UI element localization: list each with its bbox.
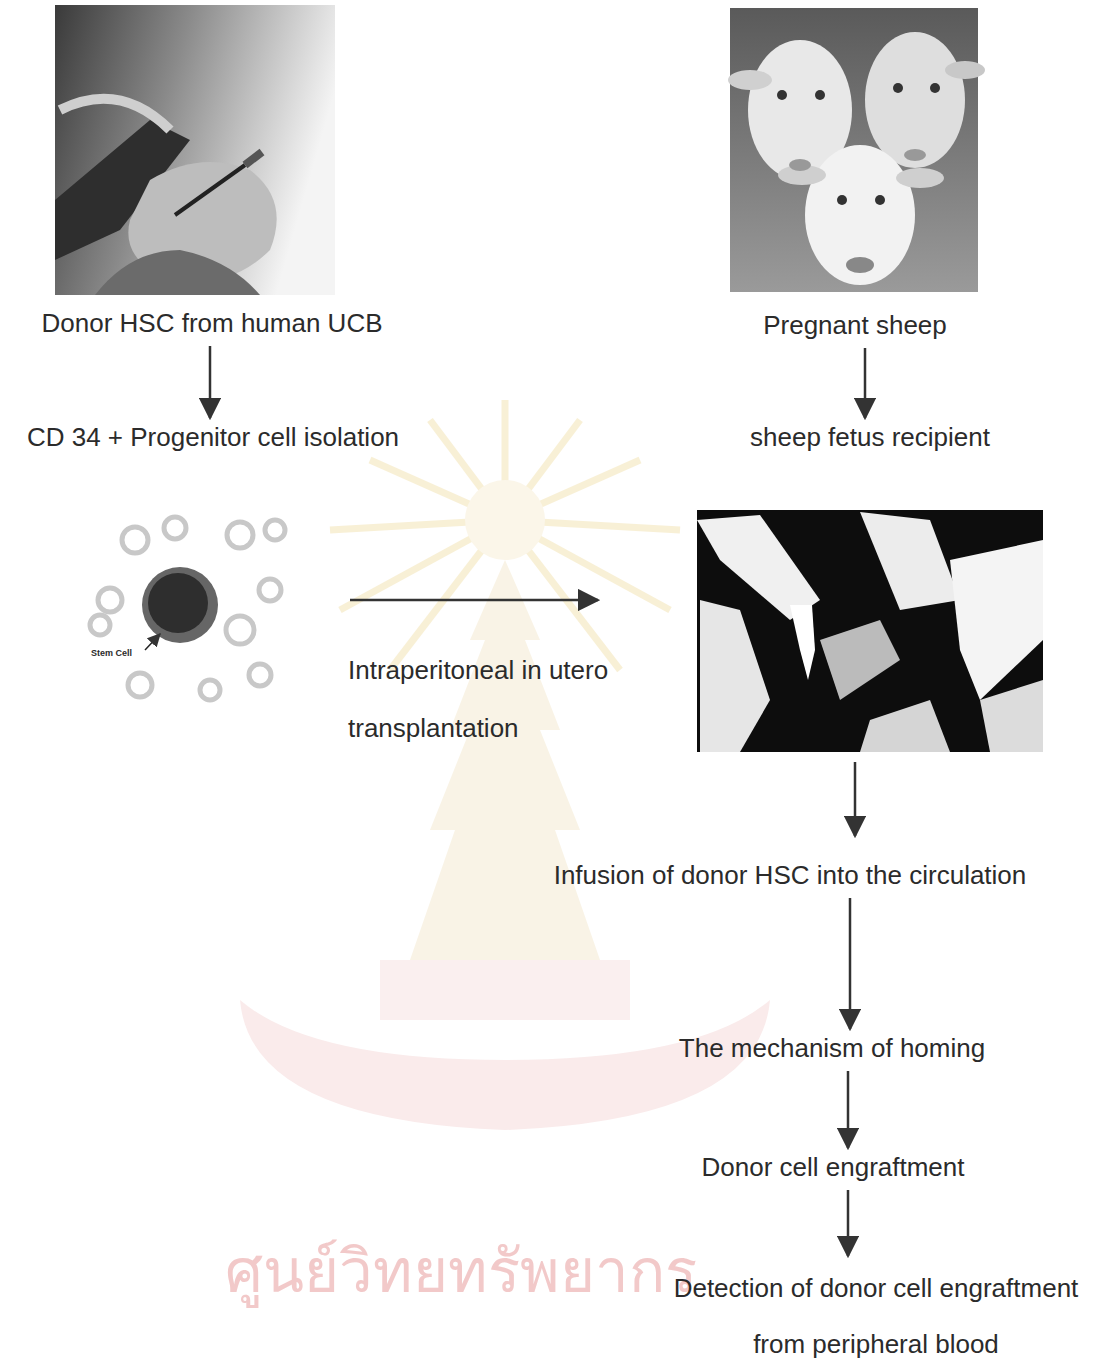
- step-text: Pregnant sheep: [763, 310, 947, 340]
- picture-caption: Stem Cell: [91, 647, 132, 659]
- step-text: Infusion of donor HSC into the circulati…: [554, 860, 1027, 890]
- fetus-ultrasound-picture: [697, 510, 1043, 752]
- step-label: CD 34 + Progenitor cell isolation: [27, 422, 399, 452]
- flow-arrow: [849, 898, 852, 1029]
- step-text: Detection of donor cell engraftment from…: [649, 1260, 1103, 1361]
- step-text: Donor cell engraftment: [701, 1152, 964, 1182]
- step-label: Donor HSC from human UCB: [42, 308, 383, 338]
- picture-node: Stem Cell: [85, 520, 285, 695]
- flow-arrow: [847, 1071, 850, 1148]
- step-text: The mechanism of homing: [679, 1033, 985, 1063]
- emblem-watermark: [240, 400, 770, 1130]
- flow-arrow: [847, 1190, 850, 1256]
- umbilical-cord-photo: [55, 5, 335, 295]
- step-label: Donor cell engraftment: [701, 1152, 964, 1182]
- step-label: Detection of donor cell engraftment from…: [649, 1260, 1103, 1361]
- step-text: sheep fetus recipient: [750, 422, 990, 452]
- step-label: Infusion of donor HSC into the circulati…: [554, 860, 1027, 890]
- flow-arrow: [854, 762, 857, 836]
- step-label: sheep fetus recipient: [750, 422, 990, 452]
- transplant-arrow: [350, 599, 598, 602]
- flow-arrow: [209, 346, 212, 418]
- step-text: Donor HSC from human UCB: [42, 308, 383, 338]
- step-label: Pregnant sheep: [763, 310, 947, 340]
- step-text: CD 34 + Progenitor cell isolation: [27, 422, 399, 452]
- arrow-label: Intraperitoneal in utero transplantation: [348, 641, 648, 757]
- sheep-photo: [728, 8, 985, 292]
- step-label: The mechanism of homing: [679, 1033, 985, 1063]
- flow-arrow: [864, 348, 867, 418]
- stem-cell-picture: [85, 517, 285, 700]
